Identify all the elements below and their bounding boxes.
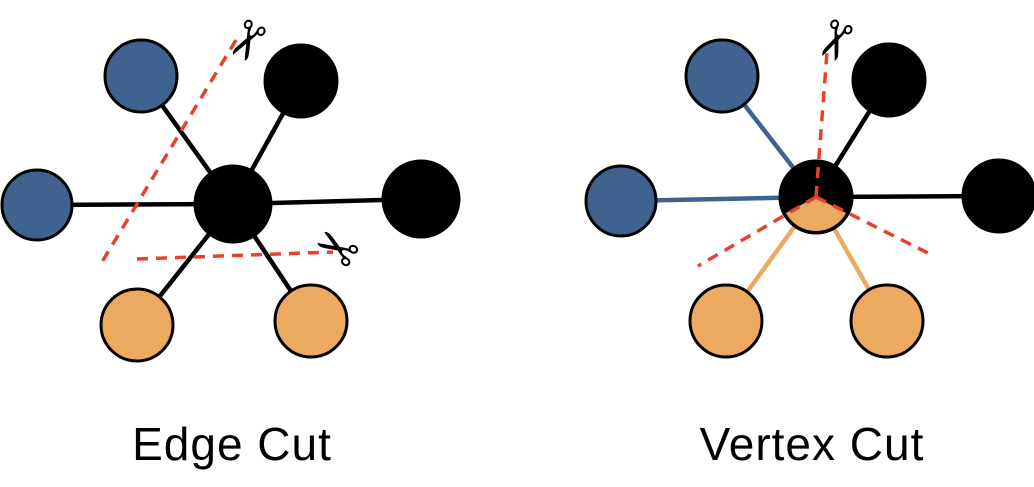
vertex-split-wedge [785, 197, 847, 232]
cut-line [136, 250, 334, 261]
graph-node [103, 38, 179, 114]
graph-node [688, 283, 764, 359]
graph-node [851, 42, 927, 118]
graph-node [99, 287, 175, 363]
cut-line [814, 51, 829, 198]
edge-cut-diagram: ✂✂ [0, 7, 461, 363]
graph-node [849, 283, 925, 359]
vertex-cut-label: Vertex Cut [700, 418, 925, 470]
graph-node [263, 43, 339, 119]
graph-node [961, 158, 1034, 234]
graph-node [584, 164, 658, 238]
edge-cut-label: Edge Cut [132, 418, 332, 470]
cut-line [815, 195, 935, 258]
graph-node [273, 283, 349, 359]
cut-line [100, 39, 238, 263]
scissors-icon: ✂ [304, 209, 373, 283]
graph-node [0, 168, 74, 242]
graph-node [684, 38, 760, 114]
center-node [193, 164, 273, 244]
vertex-cut-diagram: ✂ [584, 9, 1034, 359]
graph-node [381, 159, 461, 239]
cut-line [697, 195, 817, 268]
